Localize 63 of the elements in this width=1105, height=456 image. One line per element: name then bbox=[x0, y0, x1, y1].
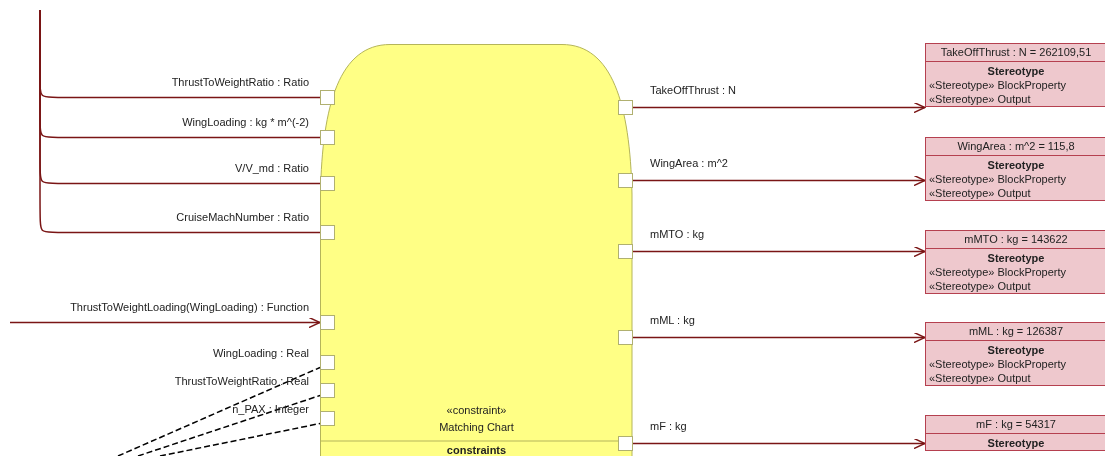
port-square bbox=[320, 355, 335, 370]
port-label: CruiseMachNumber : Ratio bbox=[176, 210, 309, 224]
compartment-heading: constraints bbox=[445, 444, 508, 456]
property-box bbox=[925, 230, 1105, 294]
property-box bbox=[925, 43, 1105, 107]
property-value: mF : kg = 54317 bbox=[926, 416, 1105, 434]
port-label: mF : kg bbox=[650, 419, 687, 433]
connector-line bbox=[9, 316, 321, 329]
port-square bbox=[320, 176, 335, 191]
connector-line bbox=[159, 422, 321, 456]
port-label: ThrustToWeightRatio : Real bbox=[174, 374, 309, 388]
connector-line bbox=[632, 437, 926, 450]
property-value: WingArea : m^2 = 115,8 bbox=[926, 138, 1105, 156]
stereotype-label: «Stereotype» BlockProperty bbox=[928, 172, 1067, 186]
port-label: ThrustToWeightLoading(WingLoading) : Function bbox=[70, 300, 309, 314]
stereotype-label: «constraint» bbox=[445, 404, 508, 417]
constraint-block bbox=[320, 44, 633, 456]
port-label: mMTO : kg bbox=[650, 227, 705, 241]
port-label: mML : kg bbox=[650, 313, 695, 327]
connector-line bbox=[137, 394, 321, 456]
connector-line bbox=[632, 101, 926, 114]
port-square bbox=[320, 383, 335, 398]
connector-line bbox=[632, 331, 926, 344]
port-square bbox=[320, 130, 335, 145]
property-value: mML : kg = 126387 bbox=[926, 323, 1105, 341]
port-square bbox=[320, 225, 335, 240]
stereotype-label: «Stereotype» Output bbox=[928, 92, 1032, 106]
compartment-heading: Stereotype bbox=[986, 251, 1046, 265]
compartment-heading: Stereotype bbox=[986, 436, 1046, 450]
stereotype-label: «Stereotype» Output bbox=[928, 371, 1032, 385]
port-label: ThrustToWeightRatio : Ratio bbox=[171, 75, 309, 89]
property-box bbox=[925, 322, 1105, 386]
stereotype-label: «Stereotype» BlockProperty bbox=[928, 78, 1067, 92]
port-label: V/V_md : Ratio bbox=[235, 161, 309, 175]
port-square bbox=[320, 315, 335, 330]
connector-line bbox=[117, 366, 321, 456]
compartment-heading: Stereotype bbox=[986, 158, 1046, 172]
stereotype-label: «Stereotype» BlockProperty bbox=[928, 265, 1067, 279]
port-label: n_PAX : Integer bbox=[232, 402, 309, 416]
connector-line bbox=[632, 174, 926, 187]
stereotype-label: «Stereotype» Output bbox=[928, 279, 1032, 293]
property-value: mMTO : kg = 143622 bbox=[926, 231, 1105, 249]
property-box bbox=[925, 137, 1105, 201]
port-square bbox=[320, 411, 335, 426]
property-box bbox=[925, 415, 1105, 451]
port-label: TakeOffThrust : N bbox=[650, 83, 736, 97]
port-square bbox=[618, 100, 633, 115]
port-square bbox=[618, 244, 633, 259]
stereotype-label: «Stereotype» BlockProperty bbox=[928, 357, 1067, 371]
property-value: TakeOffThrust : N = 262109,51 bbox=[926, 44, 1105, 62]
port-label: WingArea : m^2 bbox=[650, 156, 728, 170]
port-label: WingLoading : Real bbox=[213, 346, 309, 360]
compartment-heading: Stereotype bbox=[986, 64, 1046, 78]
port-label: WingLoading : kg * m^(-2) bbox=[182, 115, 309, 129]
port-square bbox=[618, 330, 633, 345]
port-square bbox=[320, 90, 335, 105]
port-square bbox=[618, 436, 633, 451]
compartment-heading: Stereotype bbox=[986, 343, 1046, 357]
block-name: Matching Chart bbox=[438, 421, 515, 434]
connector-line bbox=[39, 9, 321, 234]
stereotype-label: «Stereotype» Output bbox=[928, 186, 1032, 200]
port-square bbox=[618, 173, 633, 188]
connector-line bbox=[632, 245, 926, 258]
